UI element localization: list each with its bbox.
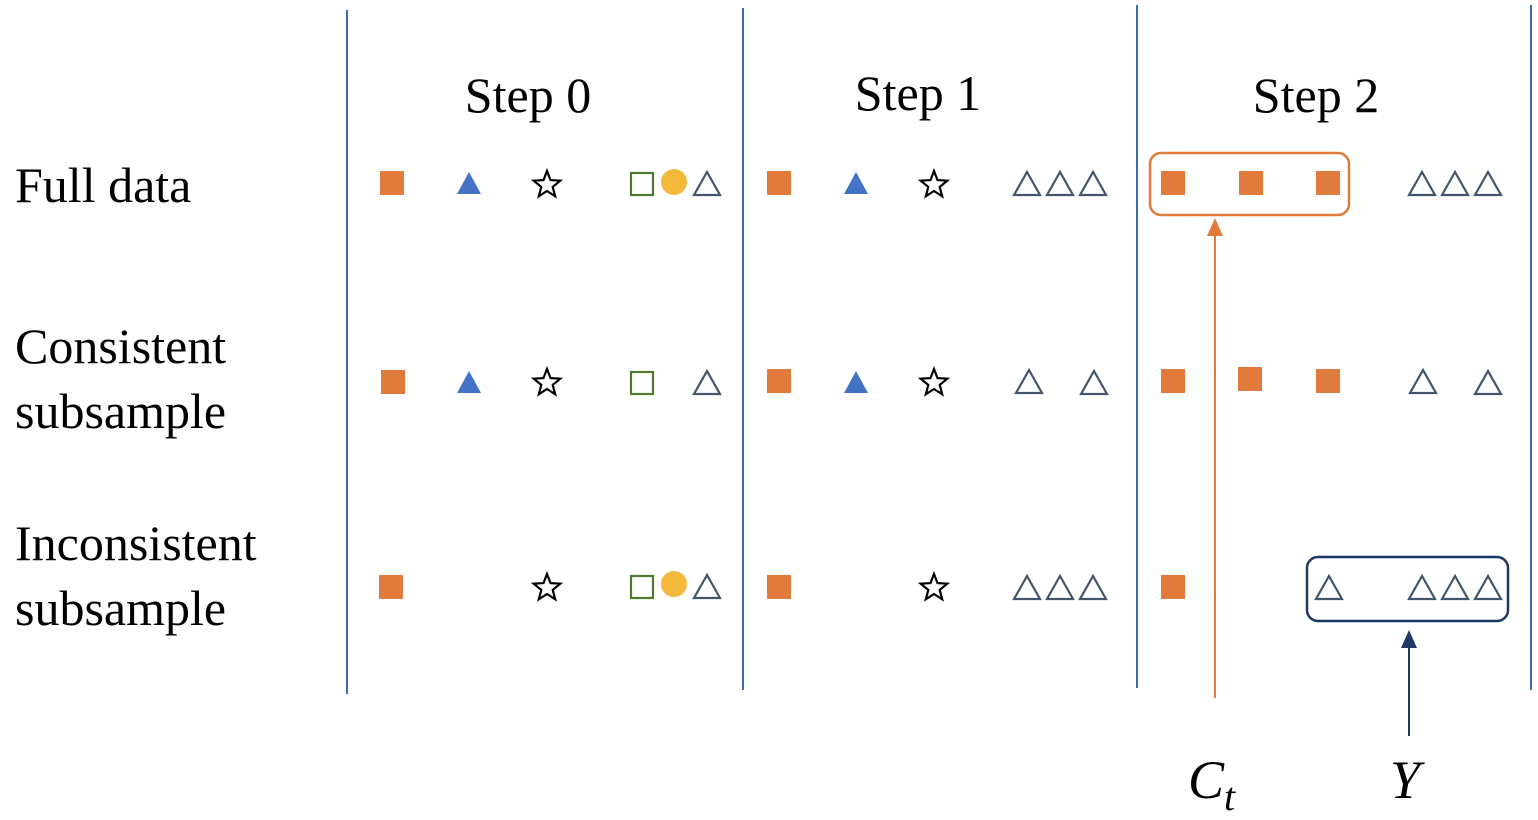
- filled-square-icon: [1161, 575, 1185, 599]
- star-icon: [530, 167, 564, 199]
- row-label-consistent-line2: subsample: [15, 383, 226, 439]
- row-label-consistent-line1: Consistent: [15, 318, 226, 374]
- star-icon: [917, 167, 951, 199]
- filled-square-icon: [1316, 369, 1340, 393]
- ct-label-main: C: [1188, 750, 1225, 810]
- hollow-square-icon: [629, 574, 655, 600]
- filled-square-icon: [1161, 369, 1185, 393]
- star-icon: [917, 365, 951, 397]
- filled-square-icon: [1239, 171, 1263, 195]
- hollow-triangle-icon: [1473, 169, 1503, 197]
- filled-triangle-icon: [457, 371, 481, 393]
- ct-label-subscript: t: [1224, 774, 1236, 819]
- hollow-triangle-icon: [692, 572, 722, 600]
- hollow-triangle-icon: [1014, 367, 1044, 395]
- hollow-triangle-icon: [1078, 169, 1108, 197]
- step-title-1: Step 1: [855, 65, 981, 121]
- filled-square-icon: [381, 370, 405, 394]
- row-label-inconsistent-line2: subsample: [15, 580, 226, 636]
- ct-label: Ct: [1188, 750, 1236, 819]
- filled-circle-icon: [661, 571, 687, 597]
- hollow-triangle-icon: [1407, 573, 1437, 601]
- hollow-triangle-icon: [692, 169, 722, 197]
- ct-highlight-box: [1148, 151, 1351, 217]
- step-title-0: Step 0: [465, 67, 591, 123]
- filled-circle-icon: [661, 169, 687, 195]
- hollow-triangle-icon: [1012, 573, 1042, 601]
- filled-square-icon: [379, 575, 403, 599]
- filled-square-icon: [767, 369, 791, 393]
- star-icon: [530, 365, 564, 397]
- hollow-triangle-icon: [1408, 367, 1438, 395]
- hollow-square-icon: [629, 370, 655, 396]
- y-label: Y: [1390, 750, 1425, 810]
- symbol-grid: [379, 167, 1503, 602]
- hollow-triangle-icon: [1440, 573, 1470, 601]
- hollow-triangle-icon: [692, 368, 722, 396]
- filled-square-icon: [380, 171, 404, 195]
- hollow-triangle-icon: [1407, 169, 1437, 197]
- ct-arrow-head: [1207, 218, 1223, 236]
- hollow-triangle-icon: [1045, 573, 1075, 601]
- filled-triangle-icon: [844, 172, 868, 194]
- star-icon: [530, 570, 564, 602]
- filled-square-icon: [1316, 171, 1340, 195]
- y-arrow-head: [1401, 630, 1417, 648]
- hollow-triangle-icon: [1079, 368, 1109, 396]
- hollow-triangle-icon: [1473, 573, 1503, 601]
- row-label-full-data: Full data: [15, 157, 191, 213]
- hollow-triangle-icon: [1012, 169, 1042, 197]
- filled-square-icon: [1238, 367, 1262, 391]
- hollow-triangle-icon: [1440, 169, 1470, 197]
- filled-square-icon: [767, 575, 791, 599]
- filled-triangle-icon: [844, 371, 868, 393]
- row-label-inconsistent-line1: Inconsistent: [15, 515, 257, 571]
- hollow-triangle-icon: [1078, 573, 1108, 601]
- step-title-2: Step 2: [1253, 67, 1379, 123]
- star-icon: [917, 570, 951, 602]
- hollow-triangle-icon: [1045, 169, 1075, 197]
- filled-triangle-icon: [457, 172, 481, 194]
- hollow-triangle-icon: [1314, 573, 1344, 601]
- filled-square-icon: [767, 171, 791, 195]
- hollow-triangle-icon: [1473, 368, 1503, 396]
- y-highlight-box: [1305, 555, 1510, 623]
- hollow-square-icon: [629, 171, 655, 197]
- filled-square-icon: [1161, 171, 1185, 195]
